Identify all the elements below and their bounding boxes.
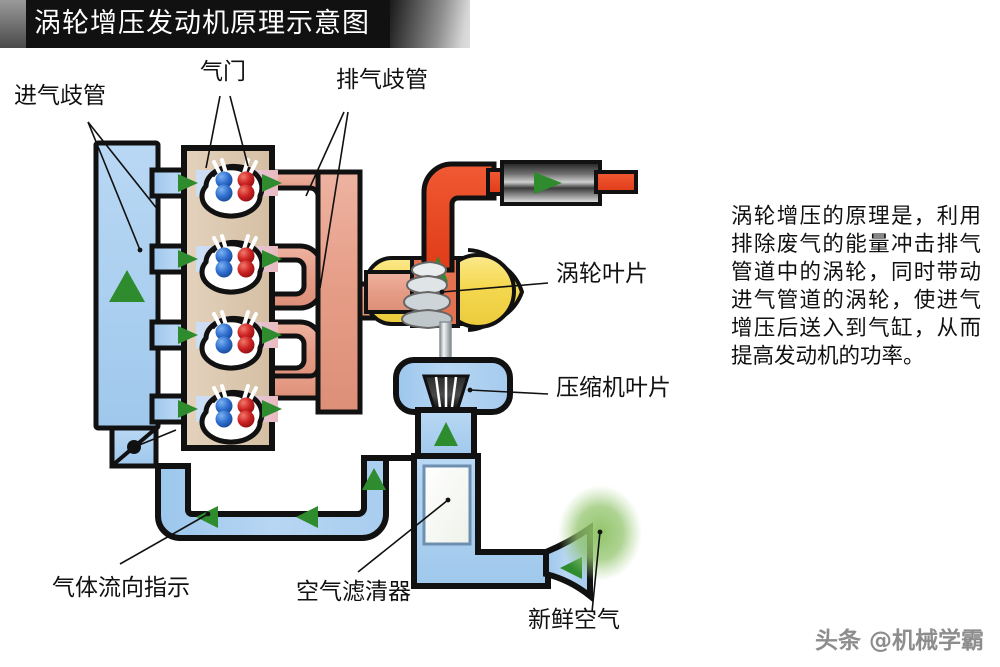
cylinder-head-2 [199, 234, 265, 295]
leader-flow-indicator [119, 513, 209, 565]
page-title: 涡轮增压发动机原理示意图 [34, 8, 370, 39]
intake-valve [215, 247, 233, 265]
exhaust-valve [237, 171, 255, 189]
description-text: 涡轮增压的原理是，利用排除废气的能量冲击排气管道中的涡轮，同时带动进气管道的涡轮… [731, 204, 981, 369]
label-valves: 气门 [200, 59, 246, 85]
leader-turbine-blade [441, 282, 549, 293]
flow-arrow-exhaust-port-1 [262, 174, 282, 192]
flow-arrow-exhaust-port-3 [262, 326, 282, 344]
exhaust-valve [237, 336, 255, 354]
port-flow-arrows [178, 174, 282, 418]
label-gas-flow-indicator: 气体流向指示 [52, 575, 190, 601]
leader-exhaust-manifold-b [319, 111, 349, 289]
exhaust-valve [237, 397, 255, 415]
label-exhaust-manifold: 排气歧管 [336, 67, 428, 93]
flow-arrow-compressor-out [434, 422, 458, 446]
leader-valves-b [229, 95, 249, 167]
cylinder-heads-group [199, 158, 265, 445]
flow-arrow-intake-port-4 [178, 400, 198, 418]
intake-duct-lower [155, 455, 414, 541]
exhaust-valve [237, 184, 255, 202]
exhaust-muffler-group [486, 160, 638, 206]
exhaust-valve [237, 323, 255, 341]
leader-valves-a [205, 95, 221, 169]
leader-exhaust-manifold-a [305, 111, 345, 197]
leader-intake-manifold-a [87, 121, 159, 211]
leader-dots [137, 247, 603, 535]
exhaust-valve [237, 247, 255, 265]
leader-air-filter [357, 499, 449, 573]
exhaust-tailpipe [594, 170, 638, 194]
label-compressor-blade: 压缩机叶片 [556, 375, 671, 401]
cylinder-head-4 [199, 384, 265, 445]
intake-valve [215, 336, 233, 354]
banner-right-gradient [390, 0, 470, 48]
flow-arrow-intake-port-1 [178, 174, 198, 192]
label-air-filter: 空气滤清器 [296, 579, 411, 605]
label-turbine-blade: 涡轮叶片 [556, 261, 648, 287]
cylinder-head-1 [199, 158, 265, 219]
flow-arrow-duct-down [362, 468, 386, 490]
flow-arrow-muffler [534, 172, 562, 194]
title-banner: 涡轮增压发动机原理示意图 [0, 0, 470, 48]
leader-lines [87, 95, 601, 613]
flow-arrow-intake-manifold [109, 270, 145, 302]
leader-intake-manifold-b [87, 121, 141, 251]
exhaust-valve [237, 410, 255, 428]
intake-valve [215, 397, 233, 415]
intake-valve [215, 184, 233, 202]
flow-arrow-duct-left-2 [196, 506, 218, 528]
label-fresh-air: 新鲜空气 [528, 607, 620, 633]
exhaust-valve [237, 260, 255, 278]
intake-valve [215, 323, 233, 341]
intake-valve [215, 260, 233, 278]
turbine-outlet-riser [421, 161, 497, 273]
intake-valve [215, 410, 233, 428]
air-filter-element [422, 464, 472, 546]
flow-arrow-exhaust-port-4 [262, 400, 282, 418]
compressor-housing-group [393, 357, 513, 415]
flow-arrow-duct-left-1 [296, 506, 318, 528]
flow-arrow-exhaust-port-2 [262, 250, 282, 268]
leader-compressor-blade [469, 389, 549, 395]
leader-throttle [131, 429, 177, 449]
banner-left-gradient [0, 0, 26, 48]
flow-arrow-intake-port-2 [178, 250, 198, 268]
exhaust-runner-2 [269, 243, 325, 311]
cylinder-head-3 [199, 310, 265, 371]
flow-arrow-intake-port-3 [178, 326, 198, 344]
watermark: 头条 @机械学霸 [814, 628, 984, 654]
leader-fresh-air [591, 531, 601, 613]
label-intake-manifold: 进气歧管 [14, 83, 106, 109]
intake-valve [215, 171, 233, 189]
